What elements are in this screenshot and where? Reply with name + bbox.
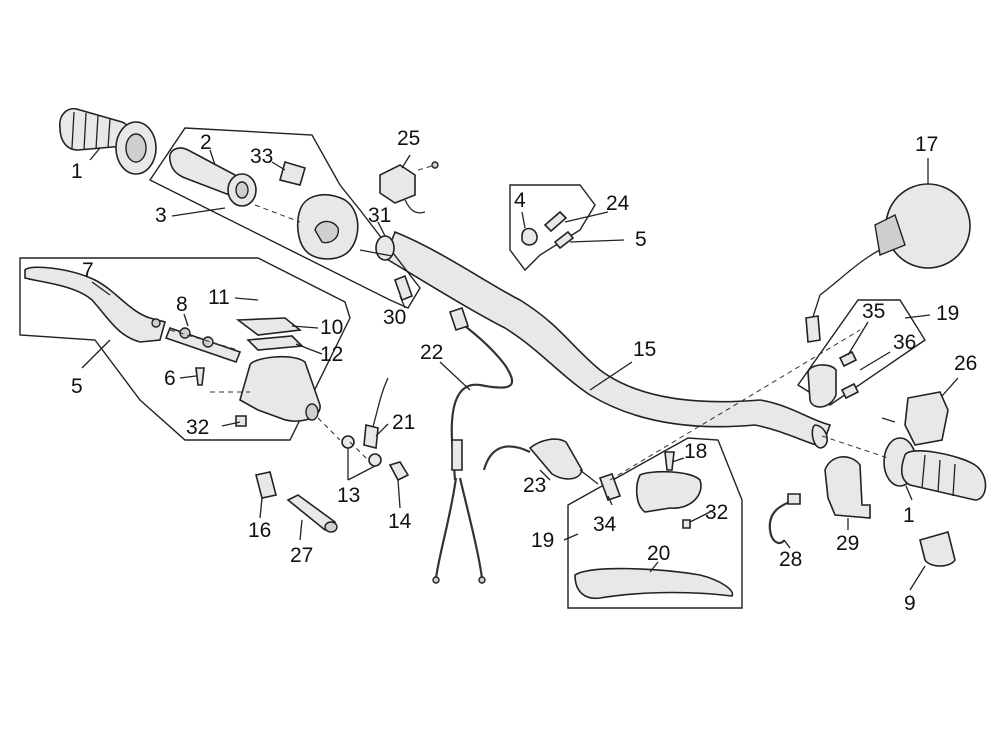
callout-3: 3 <box>155 204 167 227</box>
callout-33: 33 <box>250 145 274 168</box>
callout-21: 21 <box>392 411 416 434</box>
callout-10: 10 <box>320 316 344 339</box>
washer-part-a <box>341 435 355 449</box>
callout-27: 27 <box>290 544 314 567</box>
banjo-hose-part <box>371 377 389 431</box>
adjuster-part <box>393 274 414 302</box>
callout-8: 8 <box>176 293 188 316</box>
callout-7: 7 <box>82 259 94 282</box>
callout-17: 17 <box>915 133 939 156</box>
callout-36: 36 <box>893 331 917 354</box>
callout-4: 4 <box>514 189 526 212</box>
right-clamp-part <box>807 364 837 408</box>
callout-9: 9 <box>904 592 916 615</box>
callout-18: 18 <box>684 440 708 463</box>
speedo-cable-part <box>432 306 514 584</box>
right-switch-housing-part <box>904 391 949 446</box>
right-lever-group-outline <box>567 437 743 609</box>
switch-unit-part <box>379 164 416 204</box>
stop-switch-part <box>255 471 277 499</box>
callout-11: 11 <box>208 286 230 309</box>
callout-22: 22 <box>420 341 444 364</box>
callout-12: 12 <box>320 343 344 366</box>
callout-25: 25 <box>397 127 421 150</box>
callout-16: 16 <box>248 519 272 542</box>
callout-28: 28 <box>779 548 803 571</box>
sleeve-part <box>286 494 337 532</box>
banjo-bolt-part <box>388 461 410 482</box>
switch-body-part <box>824 456 871 519</box>
callout-34: 34 <box>593 513 617 536</box>
callout-2: 2 <box>200 131 212 154</box>
callout-1-left: 1 <box>71 160 83 183</box>
throttle-cable-part <box>768 498 796 545</box>
master-cylinder-group-outline <box>19 257 351 441</box>
callout-30: 30 <box>383 306 407 329</box>
right-lever-part <box>574 567 734 600</box>
callout-6: 6 <box>164 367 176 390</box>
callout-29: 29 <box>836 532 860 555</box>
piston-assembly-part <box>164 326 242 364</box>
right-lever-bracket-part <box>635 470 702 513</box>
brake-lever-part <box>24 266 166 343</box>
handlebar-end-cap <box>811 424 828 449</box>
right-grip-part <box>883 437 987 501</box>
callout-14: 14 <box>388 510 412 533</box>
reservoir-cap-part <box>235 317 302 336</box>
callout-32-right: 32 <box>705 501 729 524</box>
callout-24: 24 <box>606 192 630 215</box>
master-cylinder-body-part <box>239 355 321 422</box>
callout-23: 23 <box>523 474 547 497</box>
throttle-group-outline <box>148 127 421 309</box>
mirror-part <box>805 183 971 343</box>
callout-5-right: 5 <box>635 228 647 251</box>
callout-19-left: 19 <box>531 529 555 552</box>
callout-32-left: 32 <box>186 416 210 439</box>
cable-end-part <box>528 438 583 480</box>
left-grip-part <box>58 108 157 175</box>
throttle-grip-part <box>168 147 257 207</box>
callout-26: 26 <box>954 352 978 375</box>
right-adjuster-part <box>598 472 622 502</box>
callout-35: 35 <box>862 300 886 323</box>
end-cap-part <box>919 531 956 567</box>
callout-5-left: 5 <box>71 375 83 398</box>
callout-13: 13 <box>337 484 361 507</box>
bracket-clamp-part <box>521 227 538 246</box>
callout-19-right: 19 <box>936 302 960 325</box>
leader-lines <box>81 147 959 591</box>
callout-1-right: 1 <box>903 504 915 527</box>
callout-31: 31 <box>368 204 392 227</box>
callout-20: 20 <box>647 542 671 565</box>
callout-15: 15 <box>633 338 657 361</box>
switch-cover-part <box>279 160 306 186</box>
washer-part-b <box>368 453 382 467</box>
